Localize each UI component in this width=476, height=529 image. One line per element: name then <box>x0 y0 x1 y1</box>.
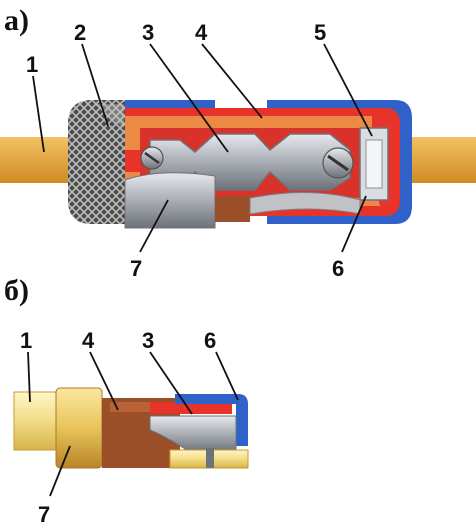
screw-icon <box>140 146 164 170</box>
callout-2: 2 <box>74 20 86 45</box>
end-cap-b <box>55 387 103 469</box>
contact-gap-b <box>206 448 214 468</box>
screw-icon-right <box>322 147 354 179</box>
panel-b-label: б) <box>4 274 29 307</box>
callout-b-1: 1 <box>20 328 32 353</box>
callout-b-7: 7 <box>38 502 50 527</box>
callout-6: 6 <box>332 256 344 281</box>
panel-a: а) <box>0 4 476 281</box>
callout-1: 1 <box>26 52 38 77</box>
leader-lines-b <box>27 351 239 497</box>
leader-lines-a <box>32 43 373 253</box>
callout-b-4: 4 <box>82 328 95 353</box>
filler-brown <box>215 196 250 222</box>
lower-contact <box>249 191 361 215</box>
callout-5: 5 <box>314 20 326 45</box>
callout-b-6: 6 <box>204 328 216 353</box>
lead-left-b <box>13 391 57 451</box>
shell-cut-top <box>215 96 267 110</box>
contact-plate-inner <box>365 139 383 189</box>
knurled-cap-icon <box>68 100 125 224</box>
body-highlight-b <box>110 402 150 412</box>
panel-b: б) 1 4 3 6 7 <box>4 274 249 527</box>
red-strip-b <box>150 402 232 414</box>
lead-left <box>0 137 78 183</box>
callout-7: 7 <box>130 256 142 281</box>
callout-3: 3 <box>142 20 154 45</box>
panel-a-label: а) <box>4 4 29 37</box>
callout-b-3: 3 <box>142 328 154 353</box>
metal-sleeve <box>124 172 216 229</box>
callout-4: 4 <box>195 20 208 45</box>
